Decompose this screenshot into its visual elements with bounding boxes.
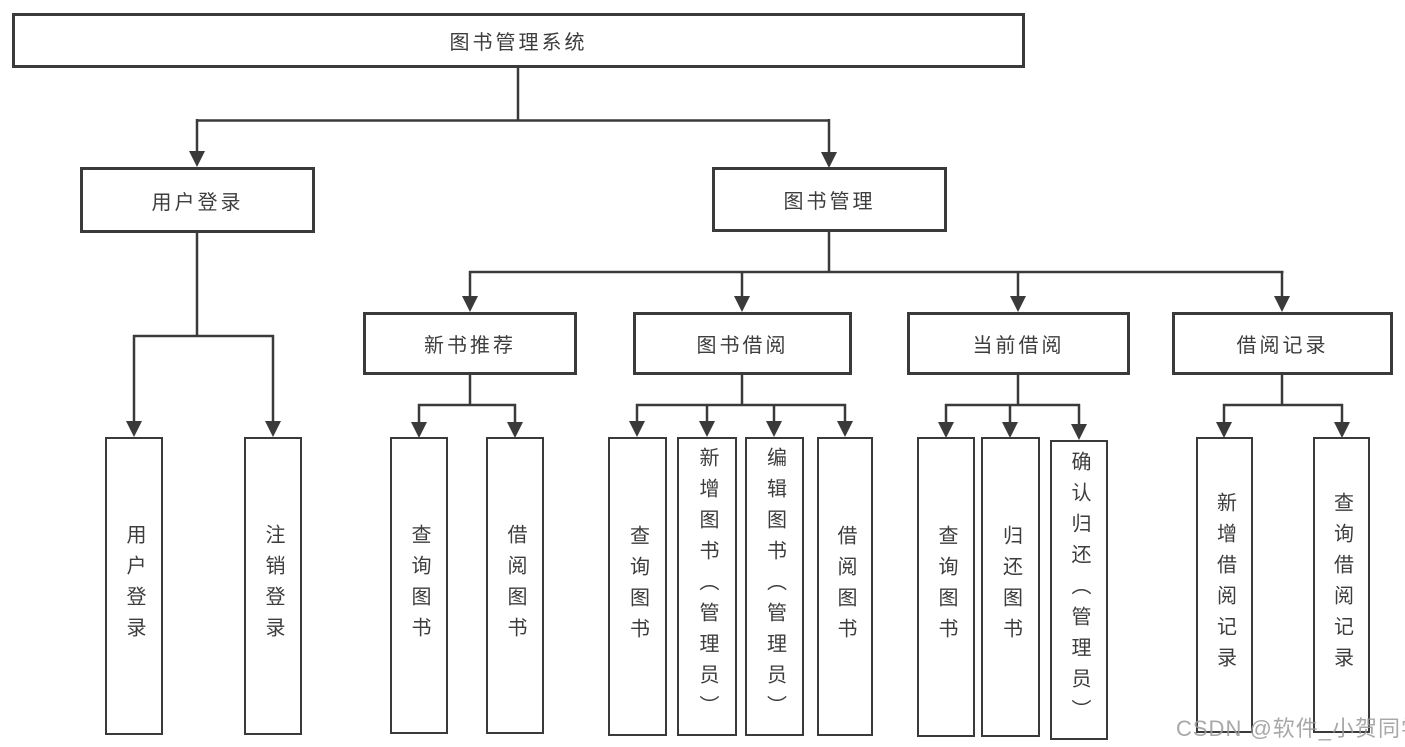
connector-bookborrow-to-leaves	[635, 375, 847, 422]
leaf-label: 确认归还（管理员）	[1068, 450, 1090, 730]
leaf-label: 归还图书	[999, 525, 1022, 649]
leaf-label: 注销登录	[262, 524, 284, 648]
connector-newbook-to-leaves	[417, 375, 517, 423]
leaf-label: 查询借阅记录	[1330, 492, 1353, 678]
watermark: CSDN @软件_小贺同学	[1176, 716, 1405, 741]
connector-record-to-leaves	[1222, 375, 1344, 423]
leaf-borrow-books-newbook: 借阅图书	[486, 437, 544, 734]
leaf-return-books: 归还图书	[981, 437, 1040, 737]
leaf-borrow-books-borrow: 借阅图书	[817, 437, 873, 736]
leaf-label: 查询图书	[935, 525, 957, 649]
node-label: 用户登录	[151, 191, 244, 214]
connector-mgmt-to-sections	[468, 232, 1284, 297]
leaf-confirm-return-admin: 确认归还（管理员）	[1050, 440, 1108, 740]
leaf-label: 借阅图书	[504, 523, 526, 648]
node-label: 借阅记录	[1236, 335, 1329, 357]
node-label: 当前借阅	[972, 335, 1065, 357]
node-new-book-recommendation: 新书推荐	[363, 312, 577, 375]
leaf-label: 查询图书	[408, 523, 430, 648]
node-current-borrowing: 当前借阅	[907, 312, 1130, 375]
node-label: 图书管理系统	[449, 32, 588, 54]
leaf-label: 借阅图书	[834, 524, 856, 649]
leaf-label: 新增图书（管理员）	[696, 447, 718, 726]
leaf-add-borrow-record: 新增借阅记录	[1196, 437, 1253, 733]
node-library-management-system: 图书管理系统	[12, 13, 1025, 68]
node-user-login: 用户登录	[80, 167, 315, 233]
leaf-label: 用户登录	[123, 524, 145, 648]
leaf-add-book-admin: 新增图书（管理员）	[677, 437, 737, 736]
leaf-query-borrow-record: 查询借阅记录	[1313, 437, 1370, 733]
leaf-edit-book-admin: 编辑图书（管理员）	[745, 437, 804, 736]
connector-root-to-level2	[195, 68, 831, 153]
leaf-logout-login: 注销登录	[244, 437, 302, 735]
leaf-user-login: 用户登录	[105, 437, 163, 735]
connector-currentborrow-to-leaves	[944, 375, 1081, 425]
leaf-label: 查询图书	[626, 524, 649, 649]
connector-user-to-leaves	[132, 233, 275, 422]
node-book-management: 图书管理	[712, 167, 947, 232]
node-book-borrowing: 图书借阅	[633, 312, 852, 375]
leaf-query-books-newbook: 查询图书	[390, 437, 448, 734]
leaf-query-books-borrow: 查询图书	[608, 437, 667, 736]
node-label: 图书借阅	[696, 335, 789, 357]
node-borrowing-records: 借阅记录	[1172, 312, 1393, 375]
node-label: 图书管理	[783, 191, 876, 213]
leaf-label: 编辑图书（管理员）	[763, 447, 786, 726]
leaf-label: 新增借阅记录	[1213, 492, 1236, 678]
node-label: 新书推荐	[424, 335, 516, 357]
leaf-query-books-current: 查询图书	[917, 437, 975, 737]
